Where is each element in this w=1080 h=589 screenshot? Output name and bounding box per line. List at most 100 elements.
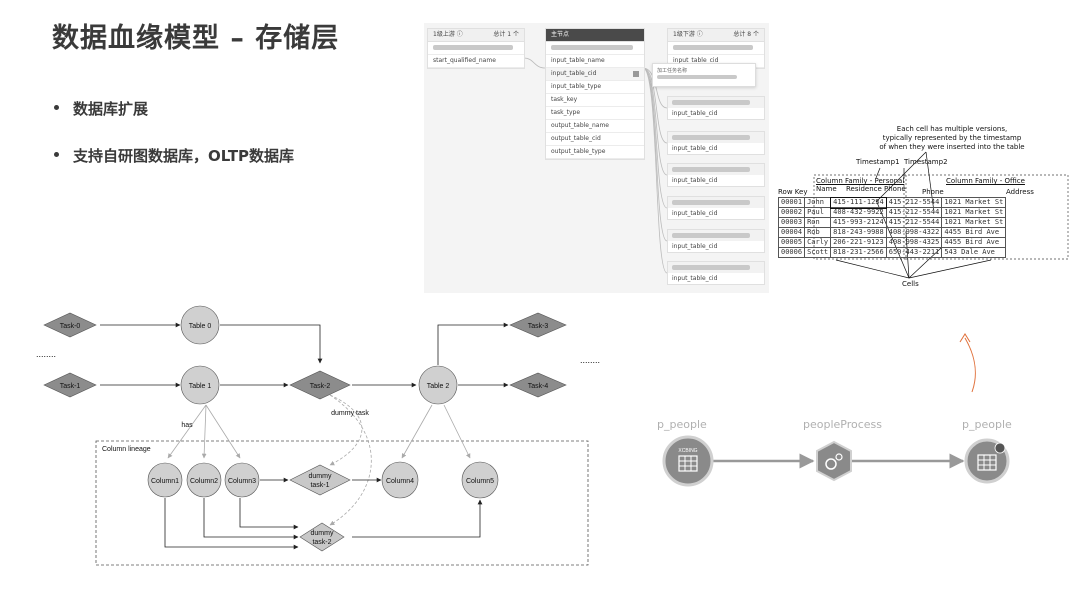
column1-node <box>147 462 183 498</box>
column-lineage-box <box>95 440 589 566</box>
return-arrowhead <box>959 333 971 343</box>
task-0-node <box>43 312 97 338</box>
main-field-selected[interactable]: input_table_cid <box>546 68 644 81</box>
col-address: Address <box>1006 188 1034 196</box>
task-0-label: Task-0 <box>60 323 81 330</box>
return-arrow <box>964 337 976 393</box>
timestamp2-label: Timestamp2 <box>904 158 948 166</box>
hbase-table-diagram: Each cell has multiple versions,typicall… <box>776 120 1076 295</box>
downstream-card[interactable]: input_table_cid <box>667 96 765 120</box>
downstream-blurred-row <box>668 42 764 55</box>
task-4-label: Task-4 <box>528 383 549 390</box>
task-2-label: Task-2 <box>310 383 331 390</box>
col-name: Name <box>816 185 837 193</box>
column2-label: Column2 <box>190 478 218 485</box>
downstream-card[interactable]: input_table_cid <box>667 229 765 253</box>
dummy-task-1-line2: task-1 <box>310 482 329 489</box>
main-field[interactable]: input_table_name <box>546 55 644 68</box>
downstream-card[interactable]: input_table_cid <box>667 196 765 220</box>
main-field[interactable]: task_type <box>546 107 644 120</box>
upstream-blurred-row <box>428 42 524 55</box>
col-residence-phone: Residence Phone <box>846 185 906 193</box>
cells-label: Cells <box>902 280 919 288</box>
table-2-label: Table 2 <box>427 383 450 390</box>
bullet-text: 数据库扩展 <box>73 100 149 118</box>
dummy-task-1-line1: dummy <box>309 473 332 480</box>
bullet-graph-db-support: 支持自研图数据库，OLTP数据库 <box>54 145 294 166</box>
column4-label: Column4 <box>386 478 414 485</box>
table-0-node <box>180 305 220 345</box>
column-lineage-diagram: Task-0 Task-1 Task-2 Task-3 Task-4 Table… <box>36 305 600 566</box>
downstream-card[interactable]: input_table_cid <box>667 261 765 285</box>
col-rowkey: Row Key <box>778 188 808 196</box>
cf-personal-label: Column Family - Personal <box>816 177 905 185</box>
main-field[interactable]: input_table_type <box>546 81 644 94</box>
upstream-field[interactable]: start_qualified_name <box>428 55 524 68</box>
checkbox-icon[interactable] <box>633 71 639 77</box>
task-name-tooltip: 加工任务名称 <box>652 63 756 87</box>
col-phone: Phone <box>922 188 944 196</box>
column5-node <box>461 461 499 499</box>
has-label: has <box>181 422 193 429</box>
bullet-dot <box>54 105 59 110</box>
cf-office-label: Column Family - Office <box>946 177 1025 185</box>
nifi-graph: XCBING <box>662 333 1010 487</box>
downstream-card[interactable]: input_table_cid <box>667 163 765 187</box>
main-node-header: 主节点 <box>546 29 644 42</box>
lineage-connectors <box>523 57 668 274</box>
task-2-node <box>289 370 351 400</box>
target-label: p_people <box>962 418 1012 431</box>
ellipsis-left: ........ <box>36 349 56 359</box>
main-field[interactable]: output_table_type <box>546 146 644 159</box>
dummy-task-2-line2: task-2 <box>312 539 331 546</box>
bullet-dot <box>54 152 59 157</box>
task-1-node <box>43 372 97 398</box>
column3-label: Column3 <box>228 478 256 485</box>
table-1-node <box>180 365 220 405</box>
table-2-node <box>418 365 458 405</box>
dummy-task-1-node <box>289 464 351 496</box>
task-3-node <box>509 312 567 338</box>
source-label: p_people <box>657 418 707 431</box>
column1-label: Column1 <box>151 478 179 485</box>
task-1-label: Task-1 <box>60 383 81 390</box>
dummy-task-2-line1: dummy <box>311 530 334 537</box>
bullet-text: 支持自研图数据库，OLTP数据库 <box>73 147 295 165</box>
versions-note: Each cell has multiple versions,typicall… <box>879 125 1025 151</box>
main-field[interactable]: output_table_name <box>546 120 644 133</box>
timestamp1-label: Timestamp1 <box>856 158 900 166</box>
process-gear-icon <box>816 440 852 482</box>
column-lineage-label: Column lineage <box>102 446 151 453</box>
source-badge: XCBING <box>678 448 697 454</box>
column4-node <box>381 461 419 499</box>
task-4-node <box>509 372 567 398</box>
task-3-label: Task-3 <box>528 323 549 330</box>
dummy-task-2-node <box>299 522 345 552</box>
table-0-label: Table 0 <box>189 323 212 330</box>
slide-title: 数据血缘模型 – 存储层 <box>52 23 340 54</box>
main-node-column: 主节点 input_table_name input_table_cid inp… <box>545 28 645 160</box>
main-field[interactable]: output_table_cid <box>546 133 644 146</box>
column3-node <box>224 462 260 498</box>
main-node-blurred-row <box>546 42 644 55</box>
column5-label: Column5 <box>466 478 494 485</box>
ellipsis-right: ........ <box>580 355 600 365</box>
nifi-flow: p_people peopleProcess p_people XCBING <box>650 330 1070 490</box>
bee-icon <box>994 442 1006 454</box>
column2-node <box>186 462 222 498</box>
main-field[interactable]: task_key <box>546 94 644 107</box>
bullet-database-extension: 数据库扩展 <box>54 98 148 119</box>
dummy-task-label: dummy task <box>331 410 369 417</box>
downstream-card[interactable]: input_table_cid <box>667 131 765 155</box>
